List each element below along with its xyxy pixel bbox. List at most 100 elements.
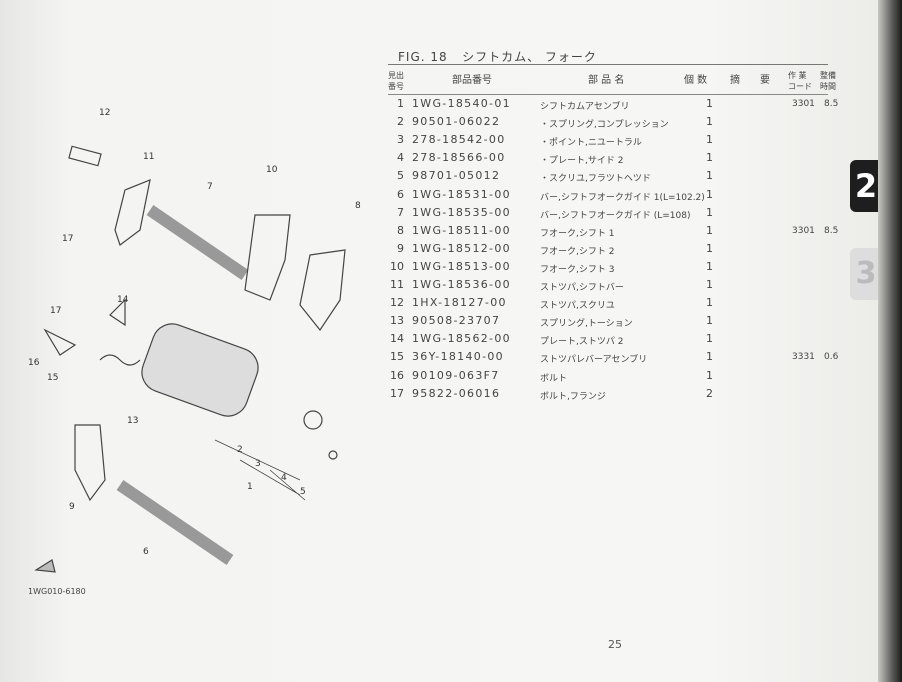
work-code: 3331 bbox=[792, 352, 815, 363]
callout: 11 bbox=[143, 152, 155, 162]
part-name: スプリング,トーション bbox=[540, 319, 633, 330]
stopper-bar-shape bbox=[114, 179, 151, 246]
quantity: 1 bbox=[706, 133, 713, 147]
part-name: シフトカムアセンブリ bbox=[540, 102, 630, 112]
part-name: プレート,ストツパ 2 bbox=[540, 337, 624, 348]
header-rule bbox=[388, 94, 828, 95]
quantity: 1 bbox=[706, 223, 713, 237]
part-number: 36Y-18140-00 bbox=[412, 350, 504, 364]
part-number: 1WG-18536-00 bbox=[412, 278, 511, 291]
part-name: ボルト,フランジ bbox=[540, 391, 606, 402]
part-name: ストツパ,シフトバー bbox=[540, 283, 624, 293]
ref-no: 12 bbox=[390, 296, 404, 310]
quantity: 1 bbox=[706, 97, 713, 110]
part-number: 90508-23707 bbox=[412, 314, 501, 328]
fork-3-shape bbox=[244, 214, 291, 301]
ref-no: 4 bbox=[397, 151, 404, 165]
part-name: バー,シフトフオークガイド 1(L=102.2) bbox=[540, 192, 705, 203]
callout: 4 bbox=[281, 473, 287, 483]
callout: 15 bbox=[47, 373, 59, 383]
table-row: 13 90508-23707 スプリング,トーション 1 bbox=[388, 314, 828, 332]
fork-2-shape bbox=[74, 424, 106, 502]
ref-no: 15 bbox=[390, 350, 404, 364]
side-plate-shape bbox=[303, 410, 323, 430]
part-name: フオーク,シフト 1 bbox=[540, 228, 615, 239]
callout: 17 bbox=[62, 234, 74, 244]
header-hours: 整備時間 bbox=[820, 71, 836, 91]
ref-no: 11 bbox=[390, 278, 404, 291]
header-qty: 個 数 bbox=[684, 75, 708, 86]
part-name: ・プレート,サイド 2 bbox=[540, 156, 624, 167]
section-tab: 2 bbox=[850, 160, 882, 212]
header-rule bbox=[388, 64, 828, 65]
callout: 13 bbox=[127, 416, 139, 426]
part-number: 278-18566-00 bbox=[412, 151, 506, 165]
part-name: ・ポイント,ニユートラル bbox=[540, 138, 642, 149]
header-part-name: 部 品 名 bbox=[588, 75, 625, 86]
next-section-tab: 3 bbox=[850, 248, 882, 300]
quantity: 1 bbox=[706, 350, 713, 364]
part-number: 98701-05012 bbox=[412, 169, 501, 183]
torsion-spring-shape bbox=[99, 354, 141, 366]
part-name: バー,シフトフオークガイド (L=108) bbox=[540, 210, 691, 221]
ref-no: 8 bbox=[397, 223, 404, 237]
callout: 9 bbox=[69, 502, 75, 512]
callout: 2 bbox=[237, 445, 243, 455]
quantity: 1 bbox=[706, 368, 713, 382]
part-name: ストツパレバーアセンブリ bbox=[540, 355, 648, 366]
guide-bar-7-shape bbox=[146, 205, 249, 280]
ref-no: 7 bbox=[397, 205, 404, 219]
ref-no: 13 bbox=[390, 314, 404, 328]
ref-no: 3 bbox=[397, 133, 404, 147]
ref-no: 9 bbox=[397, 241, 404, 255]
quantity: 1 bbox=[706, 332, 713, 346]
part-number: 278-18542-00 bbox=[412, 133, 506, 147]
work-code: 3301 bbox=[792, 99, 815, 109]
stopper-screw-shape bbox=[68, 145, 102, 167]
callout: 1 bbox=[247, 482, 253, 492]
part-number: 1WG-18540-01 bbox=[412, 97, 511, 110]
part-name: ボルト bbox=[540, 373, 568, 384]
part-number: 1WG-18512-00 bbox=[412, 241, 511, 255]
quantity: 1 bbox=[706, 314, 713, 328]
callout: 8 bbox=[355, 201, 361, 211]
guide-bar-6-shape bbox=[116, 480, 234, 565]
quantity: 1 bbox=[706, 115, 713, 129]
callout: 6 bbox=[143, 547, 149, 557]
part-number: 1WG-18513-00 bbox=[412, 259, 511, 273]
diagram-code: 1WG010-6180 bbox=[28, 587, 86, 596]
screw-shape bbox=[328, 450, 338, 460]
header-ref-no: 見出番号 bbox=[388, 71, 404, 91]
header-part-no: 部品番号 bbox=[452, 75, 492, 86]
ref-no: 10 bbox=[390, 259, 404, 273]
table-row: 11 1WG-18536-00 ストツパ,シフトバー 1 bbox=[388, 278, 828, 296]
figure-number: FIG. 18 bbox=[398, 50, 448, 64]
quantity: 1 bbox=[706, 278, 713, 291]
callout: 7 bbox=[207, 182, 213, 192]
quantity: 1 bbox=[706, 205, 713, 219]
part-number: 1WG-18562-00 bbox=[412, 332, 511, 346]
service-hours: 0.6 bbox=[824, 352, 839, 363]
callout: 16 bbox=[28, 358, 40, 368]
ref-no: 5 bbox=[397, 169, 404, 183]
part-number: 1HX-18127-00 bbox=[412, 296, 507, 310]
ref-no: 17 bbox=[390, 386, 404, 400]
part-number: 90501-06022 bbox=[412, 115, 501, 129]
work-code: 3301 bbox=[792, 225, 815, 236]
part-number: 95822-06016 bbox=[412, 386, 501, 400]
catalog-page: 12 11 7 10 8 17 17 14 16 15 13 2 3 4 1 5… bbox=[0, 0, 880, 682]
part-name: フオーク,シフト 3 bbox=[540, 264, 615, 275]
callout: 17 bbox=[50, 306, 62, 316]
part-number: 1WG-18535-00 bbox=[412, 205, 511, 219]
table-row: 7 1WG-18535-00 バー,シフトフオークガイド (L=108) 1 bbox=[388, 206, 828, 224]
